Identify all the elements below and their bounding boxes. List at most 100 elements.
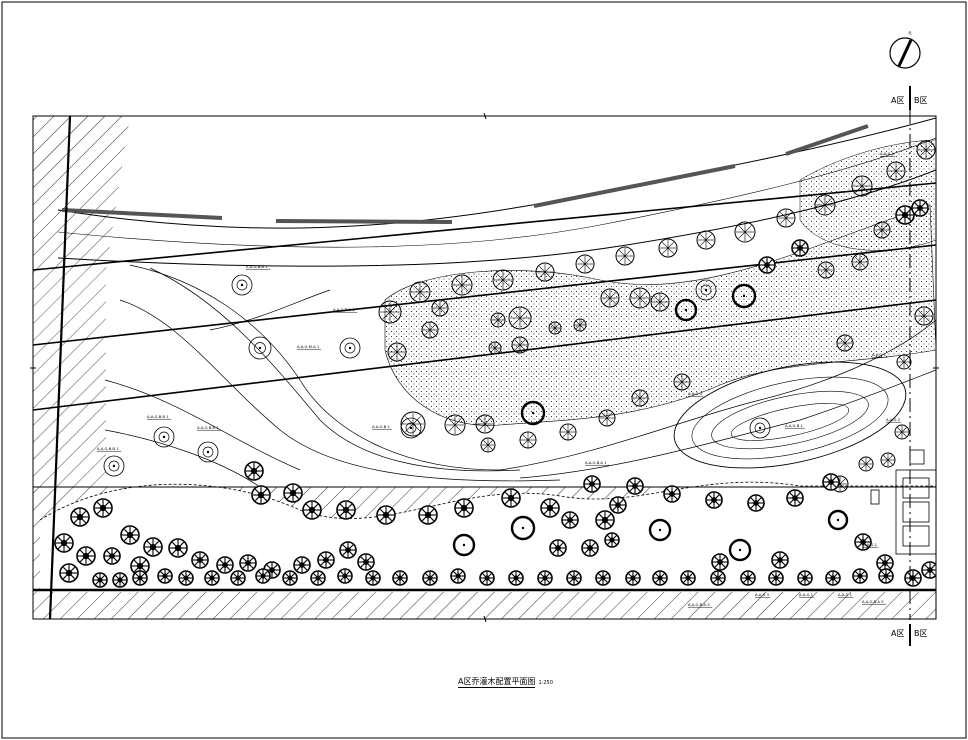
tree-symbol: [548, 321, 562, 335]
tree-symbol: [771, 551, 789, 569]
tree-symbol: [70, 507, 90, 527]
tree-symbol: [595, 510, 615, 530]
tree-symbol: [600, 288, 620, 308]
tree-symbol: [387, 342, 407, 362]
tree-symbol: [626, 477, 644, 495]
tree-symbol: [508, 306, 532, 330]
tree-symbol: [255, 568, 271, 584]
plant-label: A.A.G.B.A 5: [862, 599, 884, 604]
tree-symbol: [711, 553, 729, 571]
tree-symbol: [878, 568, 894, 584]
tree-symbol: [797, 570, 813, 586]
tree-symbol: [54, 533, 74, 553]
tree-symbol: [858, 456, 874, 472]
tree-symbol: [625, 570, 641, 586]
plant-label: A.A.G.B.B 1: [246, 264, 268, 269]
tree-symbol: [392, 570, 408, 586]
tree-symbol: [501, 488, 521, 508]
tree-symbol: [317, 551, 335, 569]
tree-symbol: [758, 256, 776, 274]
tree-symbol: [705, 491, 723, 509]
tree-symbol: [791, 239, 809, 257]
tree-symbol: [337, 568, 353, 584]
tree-symbol: [103, 455, 125, 477]
tree-symbol: [231, 274, 253, 296]
tree-symbol: [59, 563, 79, 583]
tree-symbol: [894, 424, 910, 440]
plant-label: A.A.G 2: [886, 417, 901, 422]
tree-symbol: [409, 281, 431, 303]
tree-symbol: [886, 161, 906, 181]
tree-symbol: [581, 539, 599, 557]
tree-symbol: [400, 417, 422, 439]
tree-symbol: [817, 261, 835, 279]
plant-label: A.A.G.M.A 1: [297, 344, 320, 349]
tree-symbol: [153, 426, 175, 448]
tree-symbol: [631, 389, 649, 407]
plant-label: A.A.G.B 1: [372, 424, 390, 429]
tree-symbol: [854, 533, 872, 551]
tree-symbol: [112, 572, 128, 588]
right-building: [870, 449, 936, 555]
tree-symbol: [216, 556, 234, 574]
plant-label: A.A.G.B.B 1: [197, 425, 219, 430]
tree-symbol: [852, 568, 868, 584]
tree-symbol: [827, 509, 849, 531]
tree-symbol: [376, 505, 396, 525]
tree-symbol: [454, 498, 474, 518]
tree-symbol: [475, 414, 495, 434]
plan-area: A.A.G.B.B 1 A.A.G.B.B 1 A.A.G.M.A 1 A.A.G.B…: [33, 116, 936, 619]
tree-symbol: [422, 570, 438, 586]
tree-symbol: [239, 554, 257, 572]
contour-lines: [104, 264, 936, 488]
tree-symbol: [914, 306, 934, 326]
tree-symbol: [822, 473, 840, 491]
tree-symbol: [559, 423, 577, 441]
plant-label: A.A.G.B.B 1: [333, 307, 355, 312]
tree-symbol: [680, 570, 696, 586]
tree-symbol: [339, 337, 361, 359]
tree-symbol: [421, 321, 439, 339]
tree-symbol: [157, 568, 173, 584]
tree-symbol: [573, 318, 587, 332]
tree-symbol: [310, 570, 326, 586]
tree-symbol: [674, 298, 698, 322]
tree-symbol: [825, 570, 841, 586]
tree-symbol: [244, 461, 264, 481]
tree-symbol: [652, 570, 668, 586]
tree-symbol: [629, 287, 651, 309]
plant-label: A.A.G 3: [688, 391, 703, 396]
left-hatch-zone: [33, 116, 130, 270]
tree-symbol: [896, 354, 912, 370]
tree-symbol: [776, 208, 796, 228]
plant-label: A.A.G 1: [863, 542, 878, 547]
tree-symbol: [740, 570, 756, 586]
tree-symbol: [339, 541, 357, 559]
tree-symbol: [378, 300, 402, 324]
zone-a-label-bottom: A区: [891, 629, 905, 638]
tree-symbol: [650, 292, 670, 312]
road-markings: [61, 124, 869, 224]
north-arrow-icon: [889, 37, 921, 69]
plant-label: A.A.G 1: [838, 592, 853, 597]
tree-symbol: [836, 334, 854, 352]
tree-symbol: [143, 537, 163, 557]
plant-label: A.A.G.B.A 1: [585, 460, 607, 465]
tree-symbol: [230, 570, 246, 586]
tree-symbol: [302, 500, 322, 520]
tree-symbol: [575, 254, 595, 274]
tree-symbol: [609, 496, 627, 514]
tree-symbol: [480, 437, 496, 453]
tree-symbol: [749, 417, 771, 439]
tree-symbol: [615, 246, 635, 266]
drawing-title-text: A区乔灌木配置平面图: [458, 677, 536, 688]
tree-symbol: [728, 538, 752, 562]
tree-symbol: [490, 312, 506, 328]
tree-symbol: [734, 221, 756, 243]
tree-symbol: [248, 336, 272, 360]
tree-symbol: [648, 518, 672, 542]
plant-label: A.A.G 2: [880, 151, 895, 156]
tree-symbol: [583, 475, 601, 493]
tree-symbol: [566, 570, 582, 586]
